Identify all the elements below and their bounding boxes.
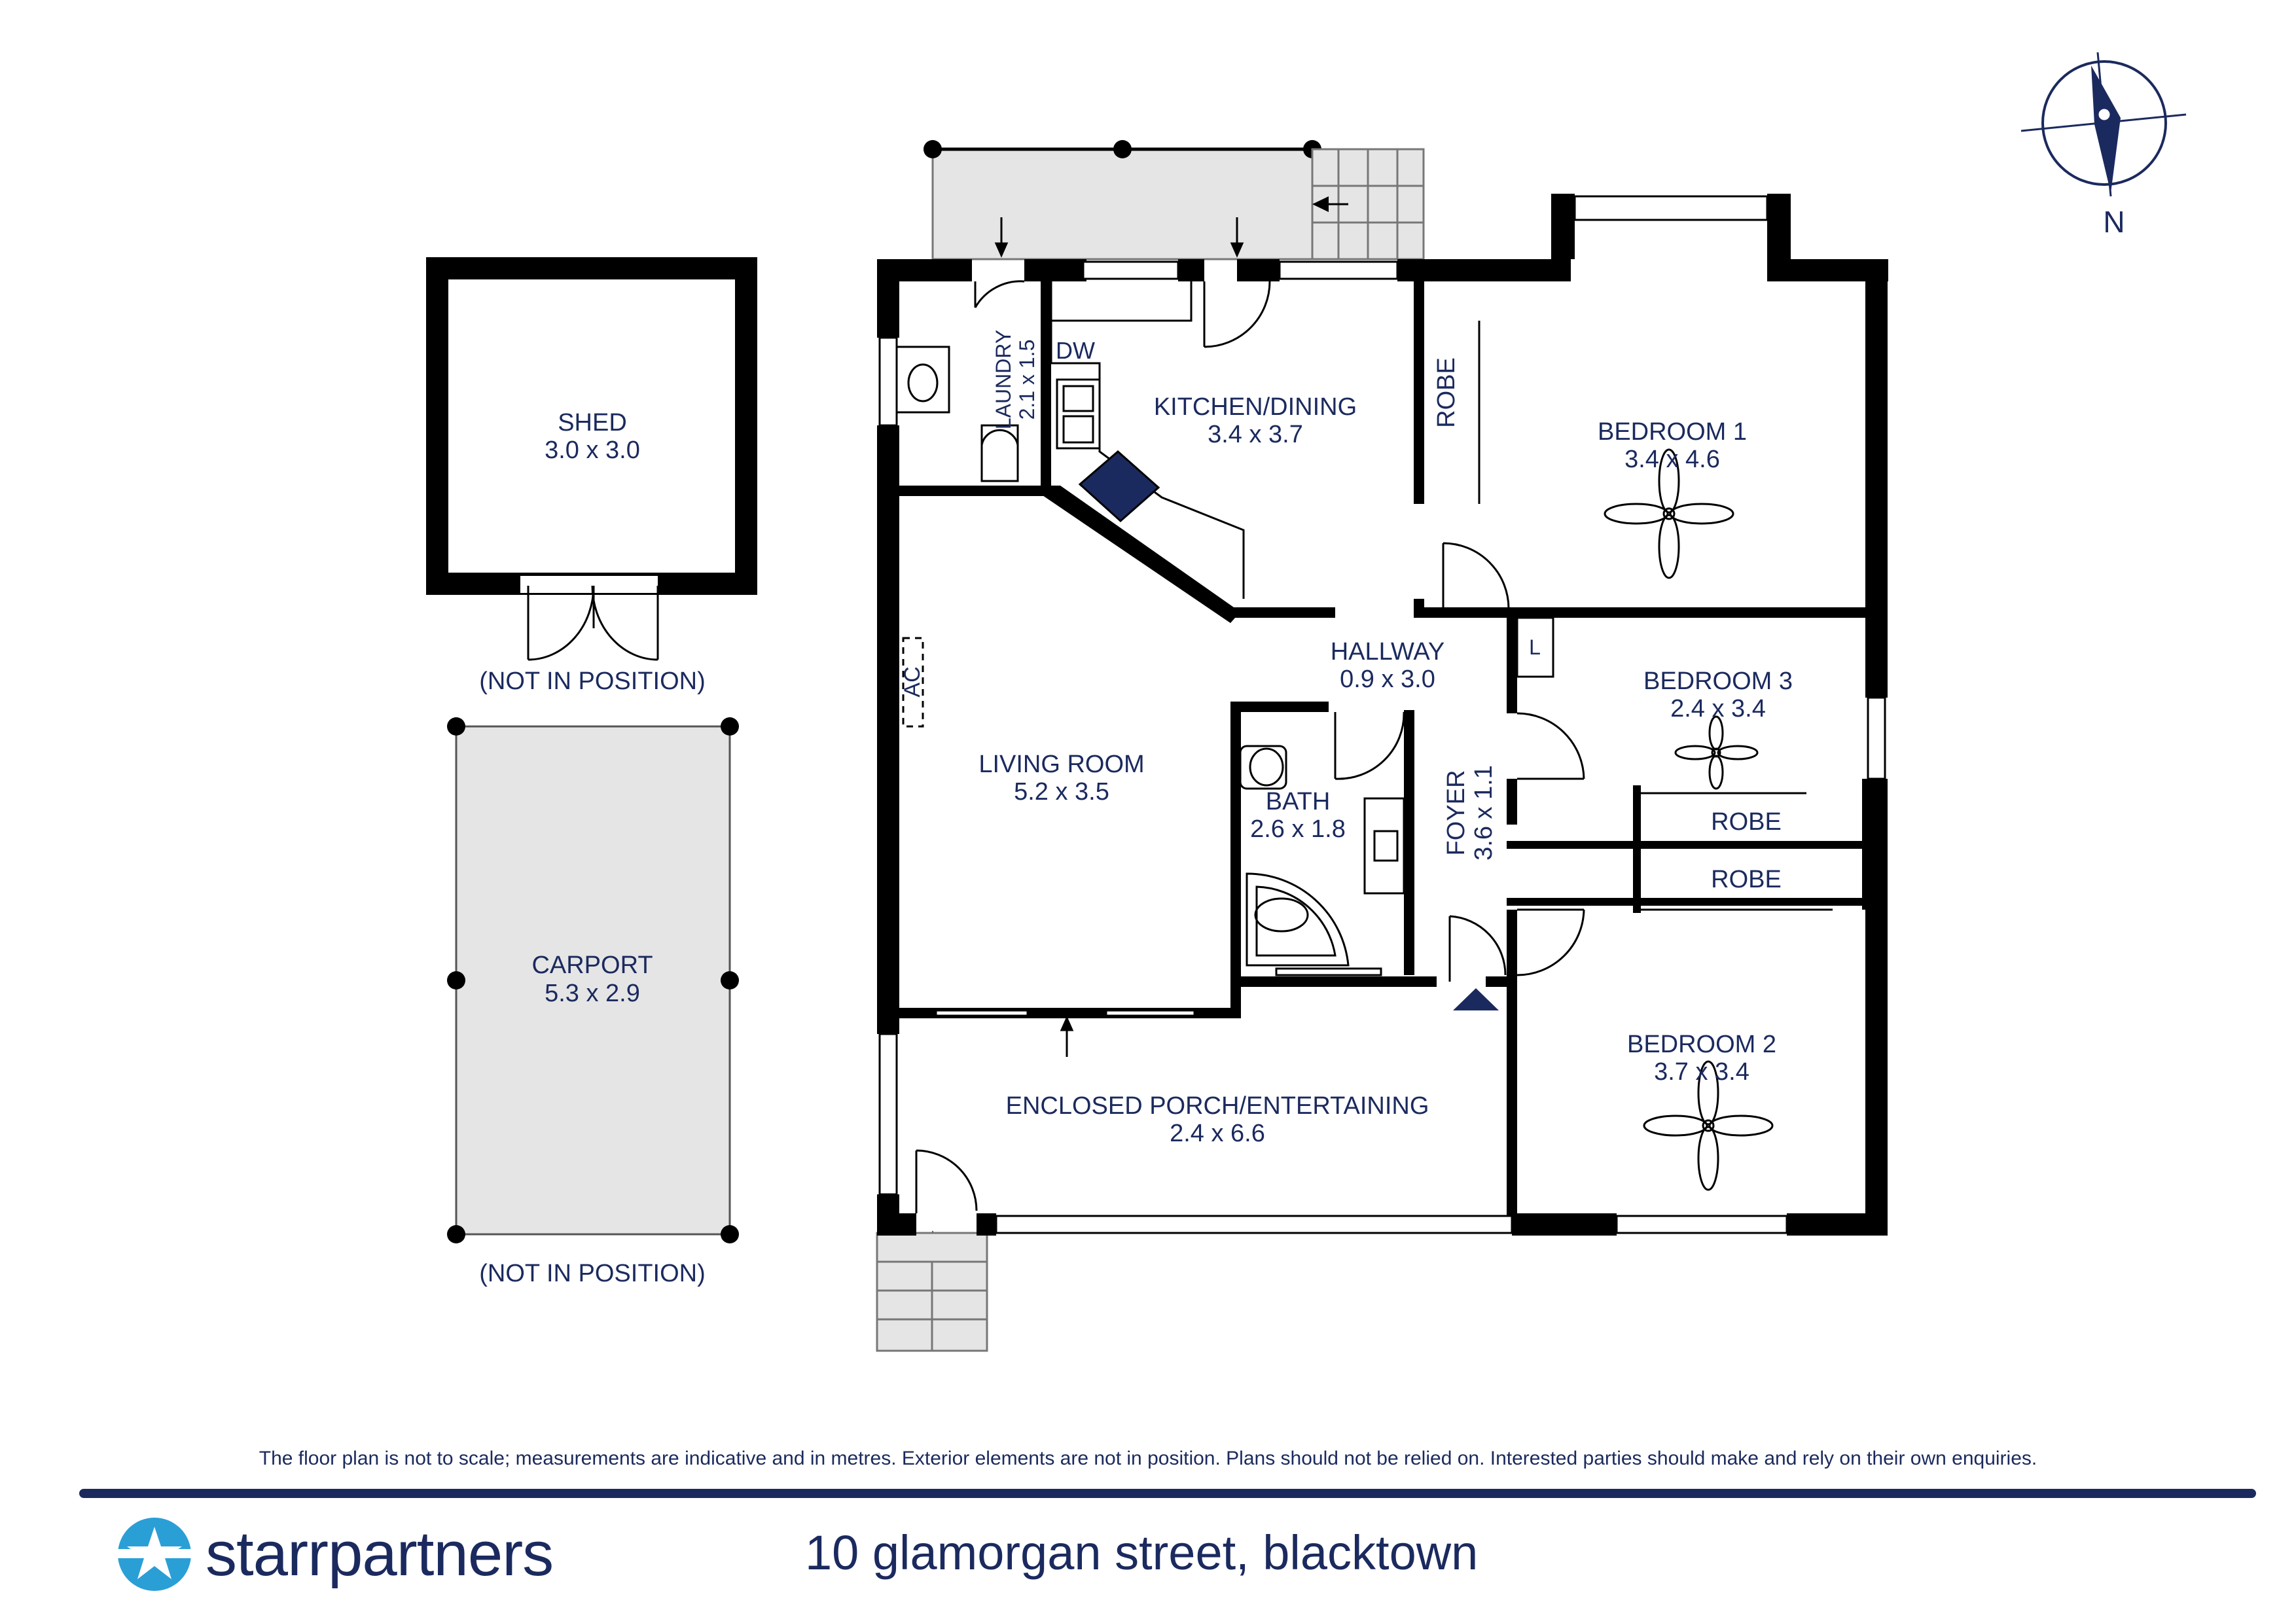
- bedroom3-name: BEDROOM 3: [1643, 668, 1793, 695]
- shed-note: (NOT IN POSITION): [479, 668, 706, 695]
- disclaimer: The floor plan is not to scale; measurem…: [259, 1448, 2037, 1469]
- entry-marker: [1453, 988, 1499, 1010]
- brand-name: starrpartners: [206, 1518, 554, 1590]
- room-labels: KITCHEN/DINING 3.4 x 3.7 BEDROOM 1 3.4 x…: [900, 330, 1793, 1147]
- kitchen-name: KITCHEN/DINING: [1154, 393, 1357, 421]
- porch-name: ENCLOSED PORCH/ENTERTAINING: [1006, 1092, 1429, 1120]
- dw-label: DW: [1056, 337, 1095, 364]
- bath-name: BATH: [1266, 788, 1331, 815]
- windows: [878, 195, 1886, 1234]
- fixtures: [895, 281, 1774, 1191]
- laundry-name: LAUNDRY: [992, 330, 1015, 429]
- laundry-size: 2.1 x 1.5: [1015, 340, 1039, 420]
- linen-label: L: [1529, 635, 1541, 659]
- shed: SHED 3.0 x 3.0 (NOT IN POSITION): [426, 257, 757, 695]
- ceiling-fan-bedroom1-icon: [1604, 448, 1734, 579]
- shed-name: SHED: [558, 409, 627, 437]
- bedroom2-size: 3.7 x 3.4: [1654, 1058, 1749, 1086]
- compass-needle-icon: [2091, 65, 2121, 193]
- bath-size: 2.6 x 1.8: [1250, 815, 1346, 843]
- brand-name-part2: partners: [328, 1519, 554, 1589]
- ac-label: AC: [900, 666, 925, 697]
- hallway-size: 0.9 x 3.0: [1340, 666, 1435, 693]
- carport-name: CARPORT: [531, 952, 653, 979]
- house-walls: [877, 194, 1888, 1236]
- bedroom3-size: 2.4 x 3.4: [1670, 695, 1766, 722]
- door-swings: [915, 280, 1833, 1213]
- property-address: 10 glamorgan street, blacktown: [805, 1525, 1479, 1580]
- ceiling-fan-bedroom3-icon: [1674, 715, 1759, 790]
- kitchen-size: 3.4 x 3.7: [1208, 421, 1303, 448]
- star-logo-icon: [115, 1518, 194, 1591]
- bedroom1-name: BEDROOM 1: [1598, 418, 1747, 446]
- robe-bedroom2: ROBE: [1711, 866, 1782, 893]
- front-stairs: [876, 1232, 988, 1352]
- compass: N: [2020, 52, 2187, 239]
- brand-logo: starrpartners: [115, 1505, 554, 1603]
- shed-size: 3.0 x 3.0: [545, 437, 640, 464]
- living-name: LIVING ROOM: [978, 751, 1144, 778]
- brand-name-part1: starr: [206, 1519, 329, 1589]
- bedroom1-size: 3.4 x 4.6: [1624, 446, 1720, 473]
- porch-size: 2.4 x 6.6: [1170, 1120, 1265, 1147]
- living-size: 5.2 x 3.5: [1014, 778, 1109, 806]
- carport: CARPORT 5.3 x 2.9 (NOT IN POSITION): [447, 717, 739, 1287]
- robe-bedroom1: ROBE: [1433, 357, 1460, 428]
- ceiling-fan-bedroom2-icon: [1643, 1060, 1774, 1191]
- hallway-name: HALLWAY: [1331, 638, 1445, 666]
- rear-deck: [924, 140, 1425, 260]
- compass-north: N: [2103, 205, 2125, 239]
- foyer-name: FOYER: [1443, 770, 1470, 856]
- robe-bedroom3: ROBE: [1711, 808, 1782, 836]
- carport-size: 5.3 x 2.9: [545, 980, 640, 1007]
- carport-note: (NOT IN POSITION): [479, 1260, 706, 1287]
- foyer-size: 3.6 x 1.1: [1470, 765, 1498, 861]
- bedroom2-name: BEDROOM 2: [1627, 1031, 1776, 1058]
